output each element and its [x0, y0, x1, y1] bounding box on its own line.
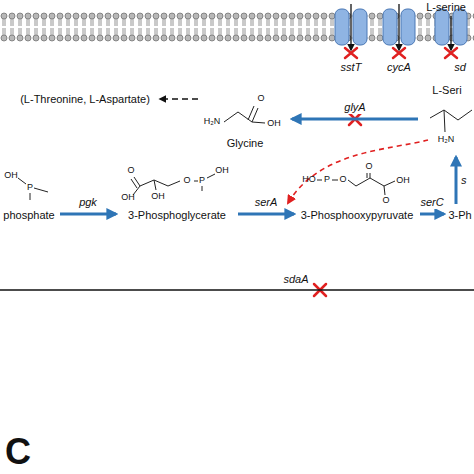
reaction-arrow	[160, 98, 198, 99]
atom-label: HO	[302, 175, 316, 185]
enzyme-gene: pgk	[78, 196, 98, 209]
atom-label: P	[27, 183, 33, 193]
atom-label: OH	[267, 119, 281, 129]
chemical-structures	[18, 106, 472, 200]
gene-name: sstT	[341, 61, 362, 73]
metabolite-node: L-serine	[418, 0, 474, 13]
transporter-proteins	[335, 9, 467, 45]
gene-name: sdaA	[283, 273, 308, 285]
atom-label: H₂N	[204, 117, 221, 127]
reaction-arrow	[292, 118, 418, 121]
metabolite-name: 3-Phosphoglycerate	[128, 208, 226, 222]
panel-letter: C	[5, 432, 31, 472]
atom-label: OH	[121, 193, 135, 203]
metabolite-node: 3-Ph	[446, 206, 474, 222]
reaction-arrow	[420, 213, 444, 216]
metabolite-node: L-Seri	[420, 83, 474, 155]
enzyme-gene: serA	[254, 196, 279, 209]
metabolite-node: 3-Phosphooxypyruvate	[296, 165, 418, 222]
atom-label: OH	[151, 192, 165, 202]
gene-name: sd	[454, 61, 466, 73]
metabolite-name: L-serine	[426, 0, 466, 14]
atom-label: OH	[396, 176, 410, 186]
atom-label: O	[257, 94, 264, 104]
atom-label: OH	[4, 171, 18, 181]
atom-label: O	[183, 176, 190, 186]
metabolite-name: (L-Threonine, L-Aspartate)	[20, 92, 150, 106]
metabolite-name: 3-Phosphooxypyruvate	[301, 208, 414, 222]
atom-label: OH	[215, 166, 229, 176]
atom-label: P	[324, 175, 330, 185]
feedback-inhibition	[288, 140, 428, 203]
metabolite-name: Glycine	[227, 136, 264, 150]
gene-name: cycA	[387, 61, 411, 73]
metabolite-node: (L-Threonine, L-Aspartate)	[12, 92, 158, 106]
reaction-arrow	[455, 157, 458, 204]
enzyme-gene: glyA	[343, 101, 366, 114]
atom-label: P	[199, 176, 205, 186]
reaction-arrow	[238, 213, 294, 216]
reaction-arrow	[60, 213, 116, 216]
atom-label: O	[127, 166, 134, 176]
atom-label: O	[382, 196, 389, 206]
atom-label: O	[365, 162, 372, 172]
metabolite-name: L-Seri	[432, 83, 461, 97]
metabolite-name: 3-Ph	[448, 208, 471, 222]
metabolite-name: phosphate	[3, 208, 54, 222]
divider-line	[0, 289, 474, 291]
atom-label: H₂N	[438, 135, 455, 145]
enzyme-gene: serC	[419, 196, 444, 209]
enzyme-gene: s	[460, 174, 468, 187]
atom-label: O	[339, 175, 346, 185]
